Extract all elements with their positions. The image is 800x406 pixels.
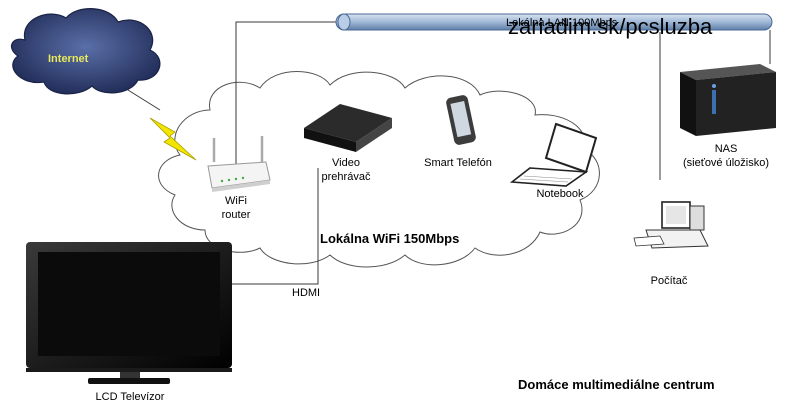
wifi-cloud bbox=[158, 71, 600, 268]
smartphone-icon bbox=[446, 95, 476, 145]
pc-label: Počítač bbox=[650, 275, 688, 287]
watermark-text: zariadim.sk/pcsluzba bbox=[508, 14, 713, 39]
wifi-network-label: Lokálna WiFi 150Mbps bbox=[320, 231, 460, 246]
notebook-label: Notebook bbox=[536, 188, 584, 200]
lightning-bolt-icon bbox=[149, 117, 197, 161]
hdmi-label: HDMI bbox=[292, 287, 321, 299]
network-cables bbox=[127, 21, 771, 285]
lcd-tv-icon bbox=[26, 242, 232, 384]
backbone-label: Lokálna LAN 100Mbps bbox=[506, 17, 618, 29]
desktop-pc-icon bbox=[633, 201, 709, 249]
video-player-icon bbox=[304, 104, 392, 152]
lan-backbone bbox=[335, 13, 773, 31]
internet-label: Internet bbox=[48, 53, 89, 65]
router-label: WiFi router bbox=[221, 195, 251, 221]
video-player-label: Video prehrávač bbox=[321, 157, 371, 183]
footer-title: Domáce multimediálne centrum bbox=[518, 377, 715, 392]
wifi-router-icon bbox=[207, 136, 271, 192]
tv-label: LCD Televízor bbox=[95, 391, 165, 403]
notebook-icon bbox=[509, 122, 598, 187]
smartphone-label: Smart Telefón bbox=[424, 157, 492, 169]
nas-label: NAS (sieťové úložisko) bbox=[682, 143, 770, 169]
nas-icon bbox=[680, 64, 776, 136]
internet-cloud-icon bbox=[10, 8, 161, 95]
